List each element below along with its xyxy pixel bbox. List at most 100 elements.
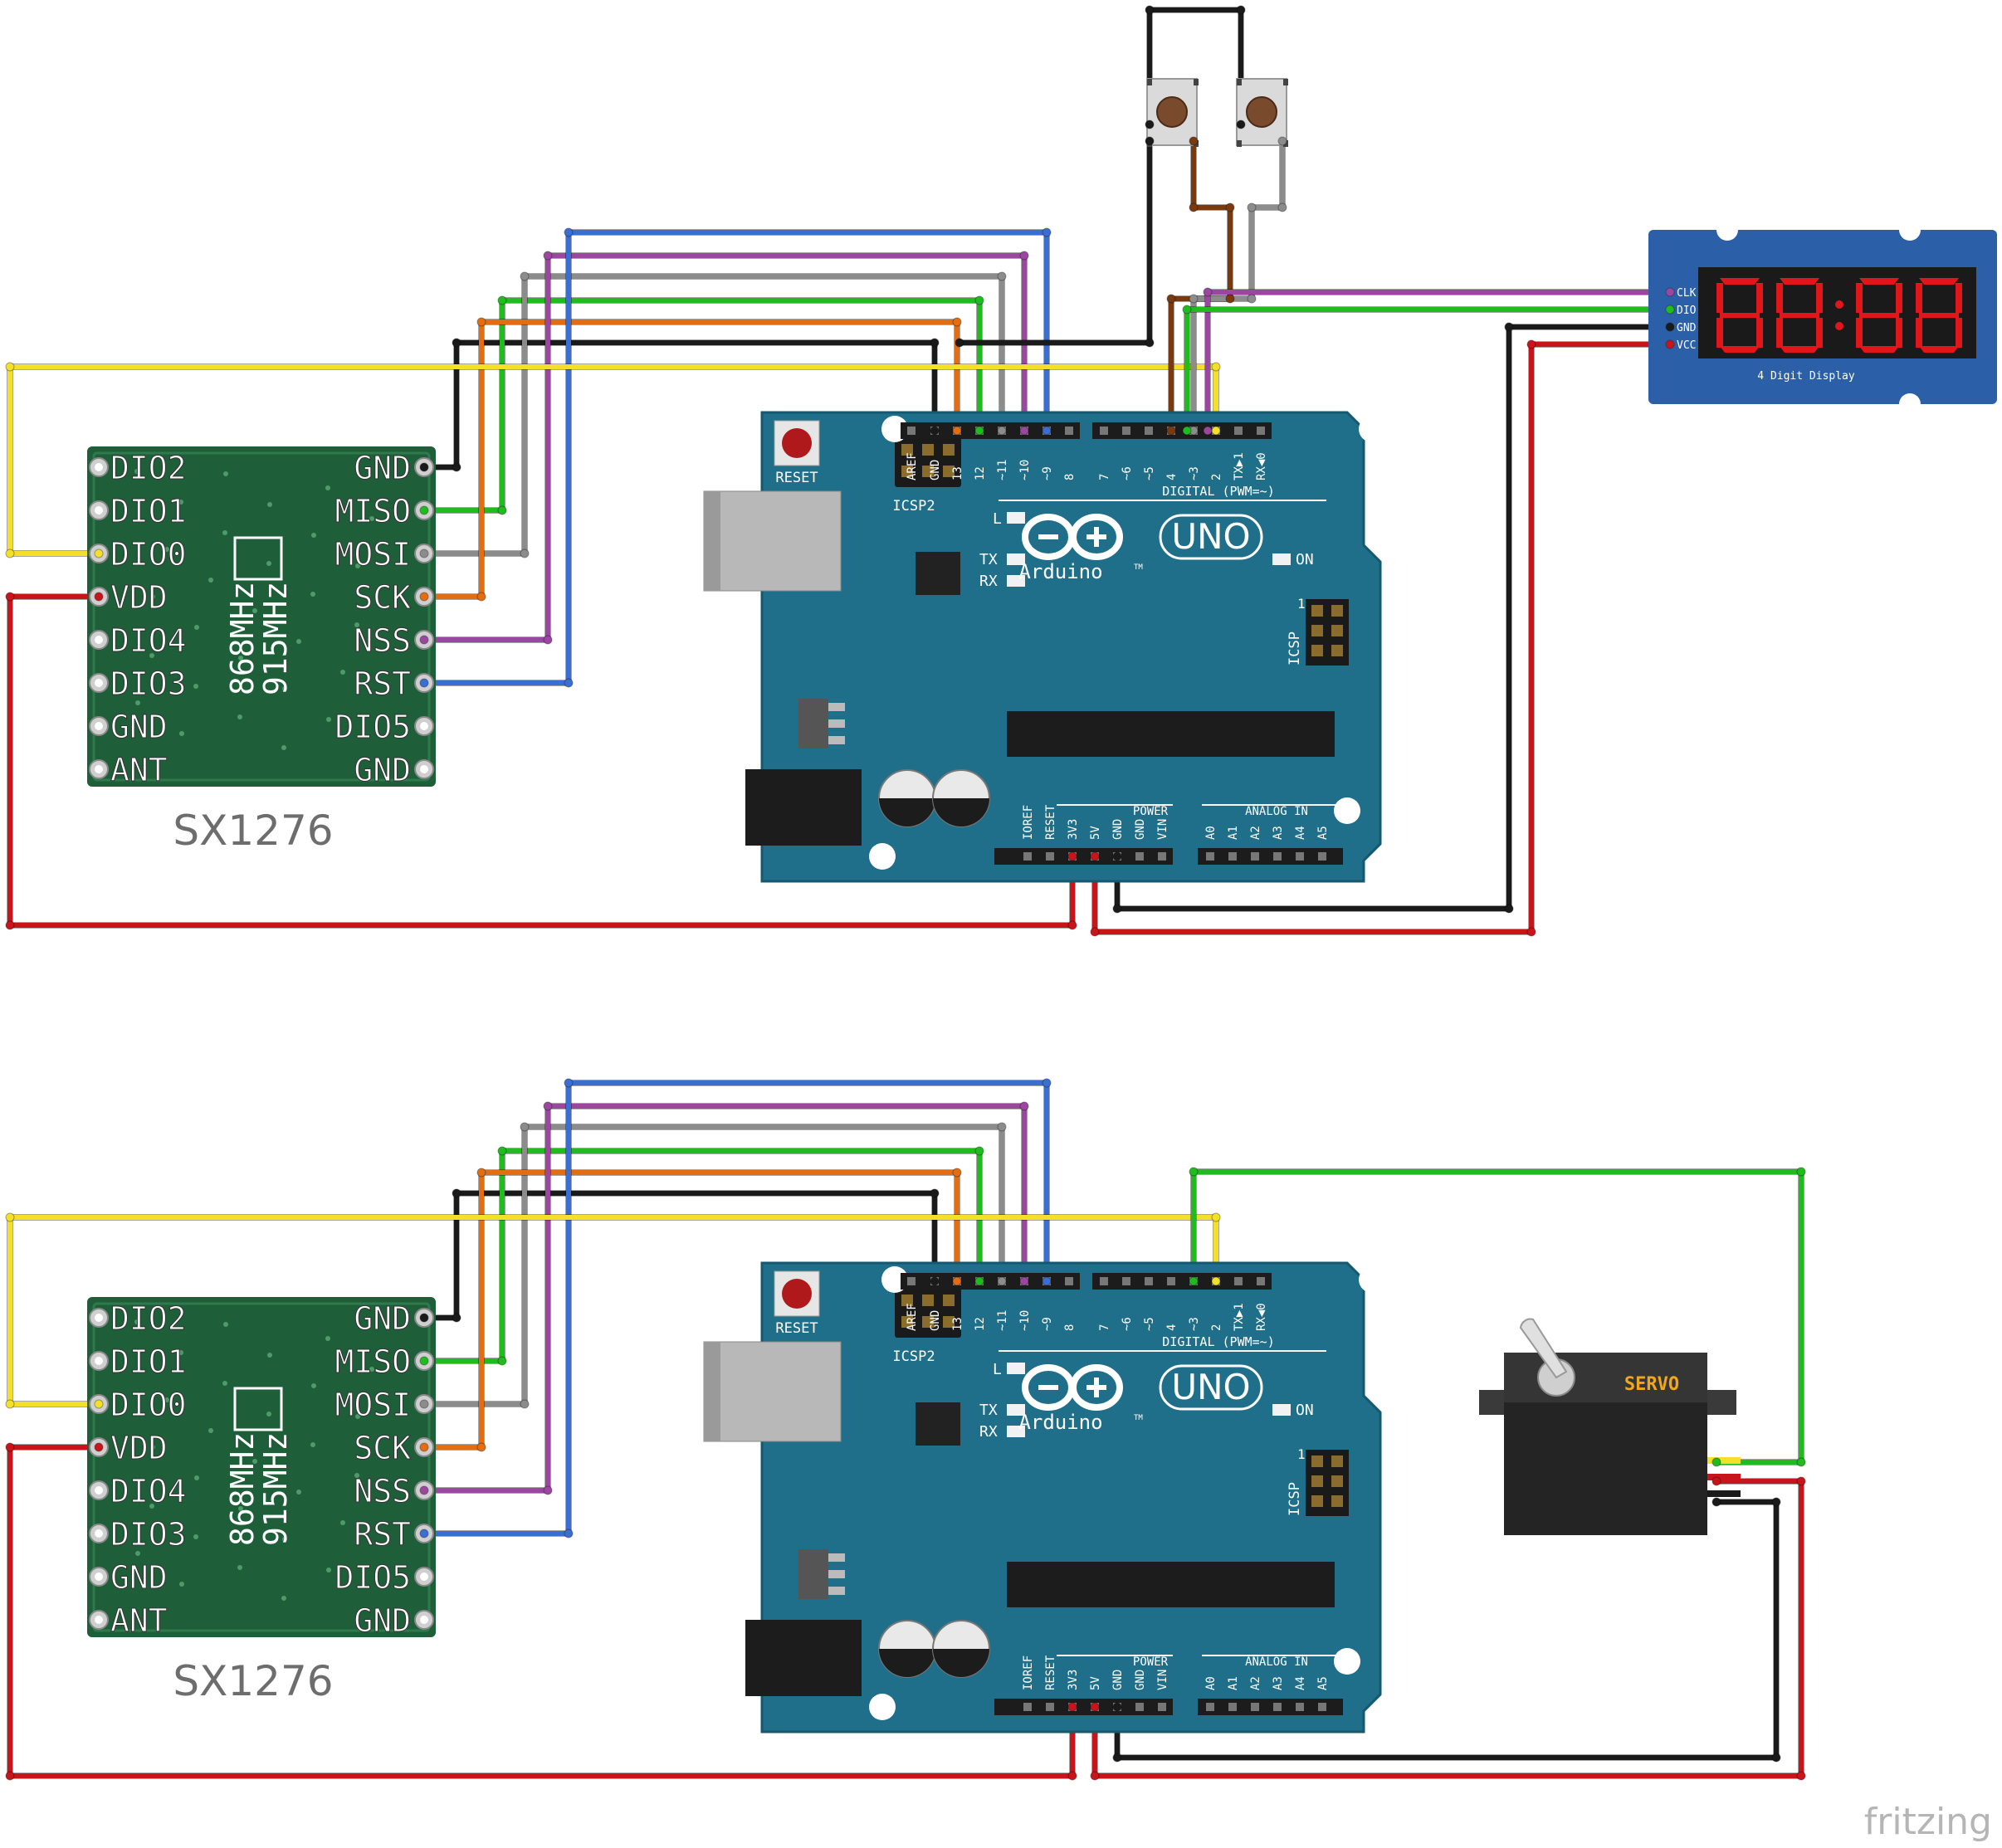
lora-pin-label: GND: [354, 450, 411, 486]
wire-bend-dot: [452, 1313, 461, 1323]
top-pin-label: 4: [1165, 1324, 1179, 1331]
wire-bend-dot: [1665, 287, 1675, 297]
pushbutton-leg: [1237, 140, 1242, 147]
header-pin: [1100, 1277, 1108, 1285]
wire-bend-dot: [1771, 1497, 1781, 1507]
lora-pin-label: DIO5: [334, 709, 411, 745]
lora-via: [355, 563, 360, 568]
header-pin: [1273, 852, 1282, 861]
digital-header-right: [1092, 1273, 1272, 1290]
bottom-pin-label: IOREF: [1022, 805, 1035, 840]
wire-bend-dot: [564, 678, 574, 688]
wire-bend-dot: [419, 1399, 429, 1409]
segment-d: [1720, 346, 1760, 353]
lora-pin-hole: [95, 1357, 103, 1365]
lora-pin-hole: [95, 636, 103, 644]
header-pin: [1145, 427, 1153, 435]
segment-e: [1916, 318, 1922, 348]
wire-bend-dot: [1090, 1771, 1100, 1781]
regulator-leg: [828, 1553, 845, 1562]
icsp-label: ICSP: [1287, 1482, 1303, 1516]
wire-bend-dot: [452, 338, 461, 348]
lora-via: [149, 1504, 154, 1509]
wire-bend-dot: [497, 1146, 507, 1156]
top-pin-label: 8: [1063, 1324, 1077, 1331]
icsp2-pin: [943, 466, 955, 477]
lora-pin-label: GND: [110, 709, 168, 745]
segment-f: [1916, 283, 1922, 313]
bottom-pin-label: A4: [1294, 826, 1307, 840]
segment-e: [1856, 318, 1863, 348]
lora-pin-label: SCK: [354, 579, 411, 616]
usb-port-edge: [704, 491, 720, 591]
wire-bend-dot: [419, 549, 429, 558]
lora-pin-label: DIO5: [334, 1559, 411, 1596]
wire-bend-dot: [419, 678, 429, 688]
wire-bend-dot: [1166, 294, 1176, 304]
lora-via: [237, 1565, 242, 1570]
icsp2-pin: [922, 1316, 934, 1328]
top-pin-label: ~3: [1188, 1317, 1201, 1331]
wire-bend-dot: [5, 362, 15, 372]
wire-bend-dot: [1189, 136, 1199, 146]
wire-bend-dot: [1182, 426, 1192, 436]
wire-bend-dot: [5, 1442, 15, 1452]
lora-module-name: SX1276: [173, 807, 333, 855]
lora-via: [150, 1445, 155, 1450]
arduino-tm: TM: [1134, 1414, 1143, 1422]
lora-via: [266, 561, 271, 566]
icsp2-pin: [922, 466, 934, 477]
top-pin-label: ~6: [1121, 1317, 1134, 1331]
wire-bend-dot: [1665, 339, 1675, 349]
lora-via: [267, 502, 272, 507]
icsp-pin: [1311, 1495, 1323, 1507]
wire-bend-dot: [1211, 426, 1221, 436]
wire-bend-dot: [476, 1168, 486, 1178]
lora-via: [178, 1350, 183, 1355]
led-on: [1272, 553, 1291, 565]
wire-bend-dot: [1042, 227, 1052, 237]
segment-g: [1859, 313, 1899, 318]
lora-pin-label: GND: [354, 1300, 411, 1337]
wire-bend-dot: [1145, 338, 1155, 348]
lora-pin-label: SCK: [354, 1430, 411, 1466]
lora-via: [311, 533, 316, 538]
reset-label: RESET: [775, 1320, 818, 1337]
atmega-chip: [1007, 711, 1335, 757]
top-pin-label: 2: [1210, 1324, 1223, 1331]
wire-bend-dot: [1796, 1457, 1806, 1467]
header-pin: [907, 427, 916, 435]
lora-pin-label: DIO1: [110, 493, 187, 529]
uno-label: UNO: [1171, 516, 1250, 557]
wire-bend-dot: [1711, 1457, 1721, 1467]
header-pin: [1100, 427, 1108, 435]
wire-bend-dot: [1796, 1167, 1806, 1177]
lora-pin-hole: [95, 1616, 103, 1624]
lora-via: [135, 1551, 140, 1556]
wire-bend-dot: [1247, 294, 1257, 304]
icsp-pin: [1331, 605, 1343, 617]
segment-a: [1780, 278, 1819, 285]
header-pin: [1228, 1703, 1237, 1711]
lora-pin-label: RST: [354, 666, 411, 702]
lora-pin-hole: [95, 1529, 103, 1538]
pushbutton-cap: [1156, 96, 1188, 128]
wire-bend-dot: [5, 592, 15, 602]
wire-bend-dot: [1067, 1771, 1077, 1781]
power-jack: [745, 769, 862, 846]
mount-hole: [1359, 1266, 1385, 1293]
wire-bend-dot: [974, 1276, 984, 1286]
wire-bend-dot: [5, 1399, 15, 1409]
led-tx-label: TX: [979, 1402, 998, 1419]
wire-bend-dot: [419, 1529, 429, 1538]
digital-header-label: DIGITAL (PWM=~): [1162, 484, 1274, 499]
regulator: [798, 1549, 828, 1599]
top-pin-label: 4: [1165, 474, 1179, 480]
wire-bend-dot: [419, 1442, 429, 1452]
bottom-pin-label: A4: [1294, 1676, 1307, 1690]
lora-pin-label: DIO2: [110, 1300, 187, 1337]
servo-lead: [1707, 1457, 1741, 1464]
icsp2-label: ICSP2: [892, 1348, 935, 1365]
reset-button: [782, 1279, 812, 1309]
